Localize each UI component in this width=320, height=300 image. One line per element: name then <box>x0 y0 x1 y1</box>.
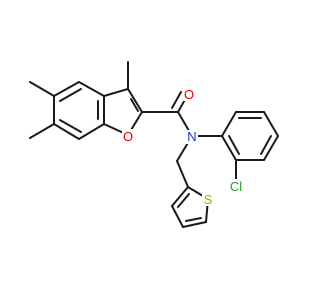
bond <box>130 98 139 112</box>
label-nitrogen: N <box>187 129 196 144</box>
bond <box>171 186 189 207</box>
bond <box>185 217 202 222</box>
atom-chlorine: Cl <box>227 179 245 194</box>
atom-sulfur: S <box>202 192 214 207</box>
molecule-structure: O O N S Cl <box>29 61 279 228</box>
bond <box>176 160 189 188</box>
bond <box>182 221 207 228</box>
bond <box>78 123 105 140</box>
atom-labels: O O N S Cl <box>122 87 245 207</box>
atom-oxygen-ring: O <box>122 129 134 144</box>
bond <box>53 81 80 97</box>
label-chlorine: Cl <box>230 179 242 194</box>
label-oxygen-ring: O <box>123 129 133 144</box>
bond <box>228 135 240 155</box>
bond <box>59 88 82 102</box>
bond <box>263 111 279 137</box>
bond <box>260 135 272 155</box>
bonds <box>29 61 279 228</box>
label-sulfur: S <box>204 192 213 207</box>
bond <box>53 123 80 140</box>
bond <box>221 111 237 137</box>
bond <box>29 123 55 139</box>
bond <box>127 88 143 113</box>
label-oxygen-carbonyl: O <box>184 87 194 102</box>
atom-nitrogen: N <box>186 129 198 144</box>
bond <box>78 81 105 97</box>
bond <box>221 135 237 161</box>
bond <box>29 81 55 97</box>
bond <box>171 91 182 109</box>
molecule-diagram: O O N S Cl <box>29 61 279 228</box>
bond <box>103 88 129 97</box>
bond <box>59 119 82 133</box>
bond <box>171 205 184 228</box>
bond <box>177 193 190 208</box>
atom-oxygen-carbonyl: O <box>183 87 195 102</box>
bond <box>263 135 279 161</box>
